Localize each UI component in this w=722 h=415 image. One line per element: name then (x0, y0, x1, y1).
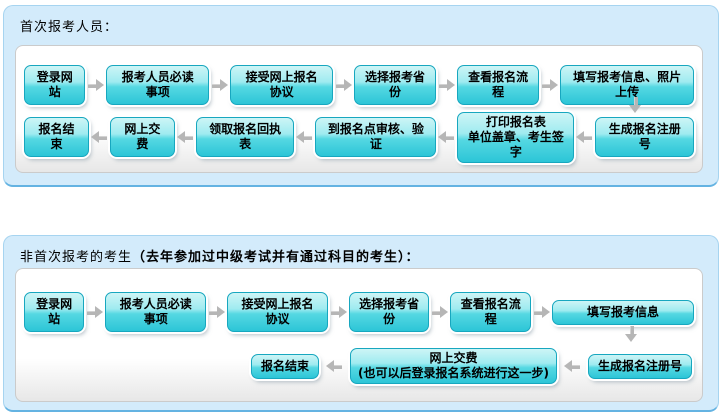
step-login-site: 登录网站 (24, 65, 86, 105)
step-login-site: 登录网站 (24, 292, 85, 332)
step-fill-info: 填写报考信息 (552, 299, 694, 325)
first-time-section-title: 首次报考人员： (20, 20, 119, 35)
arrow-left-icon (90, 130, 108, 144)
step-view-process: 查看报名流程 (450, 292, 531, 332)
arrow-right-icon (86, 305, 104, 319)
first-time-forward-row: 登录网站 报考人员必读事项 接受网上报名协议 选择报考省份 查看报名流程 填写报… (22, 62, 696, 108)
step-select-province: 选择报考省份 (354, 65, 437, 105)
step-verify-at-site: 到报名点审核、验证 (315, 117, 437, 157)
arrow-left-icon (326, 359, 343, 373)
title-prefix: 非首次报考的考生 (20, 250, 133, 265)
arrow-left-icon (176, 130, 194, 144)
non-first-time-forward-row: 登录网站 报考人员必读事项 接受网上报名协议 选择报考省份 查看报名流程 填写报… (22, 289, 696, 335)
step-must-read: 报考人员必读事项 (106, 65, 210, 105)
arrow-right-icon (87, 78, 105, 92)
first-time-flow-canvas: 登录网站 报考人员必读事项 接受网上报名协议 选择报考省份 查看报名流程 填写报… (15, 45, 703, 173)
step-view-process: 查看报名流程 (457, 65, 540, 105)
step-reg-number: 生成报名注册号 (587, 353, 692, 379)
step-finish: 报名结束 (250, 353, 319, 379)
arrow-right-icon (211, 78, 229, 92)
non-first-time-section-title: 非首次报考的考生（去年参加过中级考试并有通过科目的考生）： (4, 236, 718, 265)
step-accept-agreement: 接受网上报名协议 (230, 65, 333, 105)
step-receipt-form: 领取报名回执表 (195, 117, 295, 157)
arrow-right-icon (438, 78, 456, 92)
arrow-right-icon (431, 305, 449, 319)
arrow-right-icon (330, 305, 347, 319)
arrow-left-icon (438, 130, 455, 144)
arrow-right-icon (533, 305, 550, 319)
step-select-province: 选择报考省份 (348, 292, 430, 332)
arrow-right-icon (208, 305, 226, 319)
non-first-time-flow-canvas: 登录网站 报考人员必读事项 接受网上报名协议 选择报考省份 查看报名流程 填写报… (15, 268, 703, 402)
arrow-left-icon (563, 359, 581, 373)
step-pay-online: 网上交费 (109, 117, 175, 157)
step-must-read: 报考人员必读事项 (105, 292, 207, 332)
first-time-return-row: 报名结束 网上交费 领取报名回执表 到报名点审核、验证 打印报名表 单位盖章、考… (22, 111, 696, 163)
arrow-right-icon (541, 78, 559, 92)
step-reg-number: 生成报名注册号 (595, 117, 694, 157)
arrow-right-icon (335, 78, 352, 92)
arrow-left-icon (296, 130, 313, 144)
title-note: （去年参加过中级考试并有通过科目的考生）： (132, 250, 420, 265)
arrow-down-icon (625, 325, 638, 342)
non-first-time-section: 非首次报考的考生（去年参加过中级考试并有通过科目的考生）： 登录网站 报考人员必… (3, 235, 719, 412)
step-accept-agreement: 接受网上报名协议 (227, 292, 328, 332)
arrow-down-icon (629, 96, 642, 113)
step-pay-online-note: 网上交费 (也可以后登录报名系统进行这一步) (350, 348, 557, 384)
arrow-left-icon (576, 130, 593, 144)
first-time-section: 首次报考人员： 登录网站 报考人员必读事项 接受网上报名协议 选择报考省份 查看… (3, 5, 719, 187)
non-first-time-return-row: 报名结束 网上交费 (也可以后登录报名系统进行这一步) 生成报名注册号 (249, 343, 694, 389)
step-finish: 报名结束 (24, 117, 89, 157)
step-fill-info-upload-photo: 填写报考信息、照片上传 (560, 65, 695, 105)
step-print-form-stamp-sign: 打印报名表 单位盖章、考生签字 (457, 111, 575, 163)
